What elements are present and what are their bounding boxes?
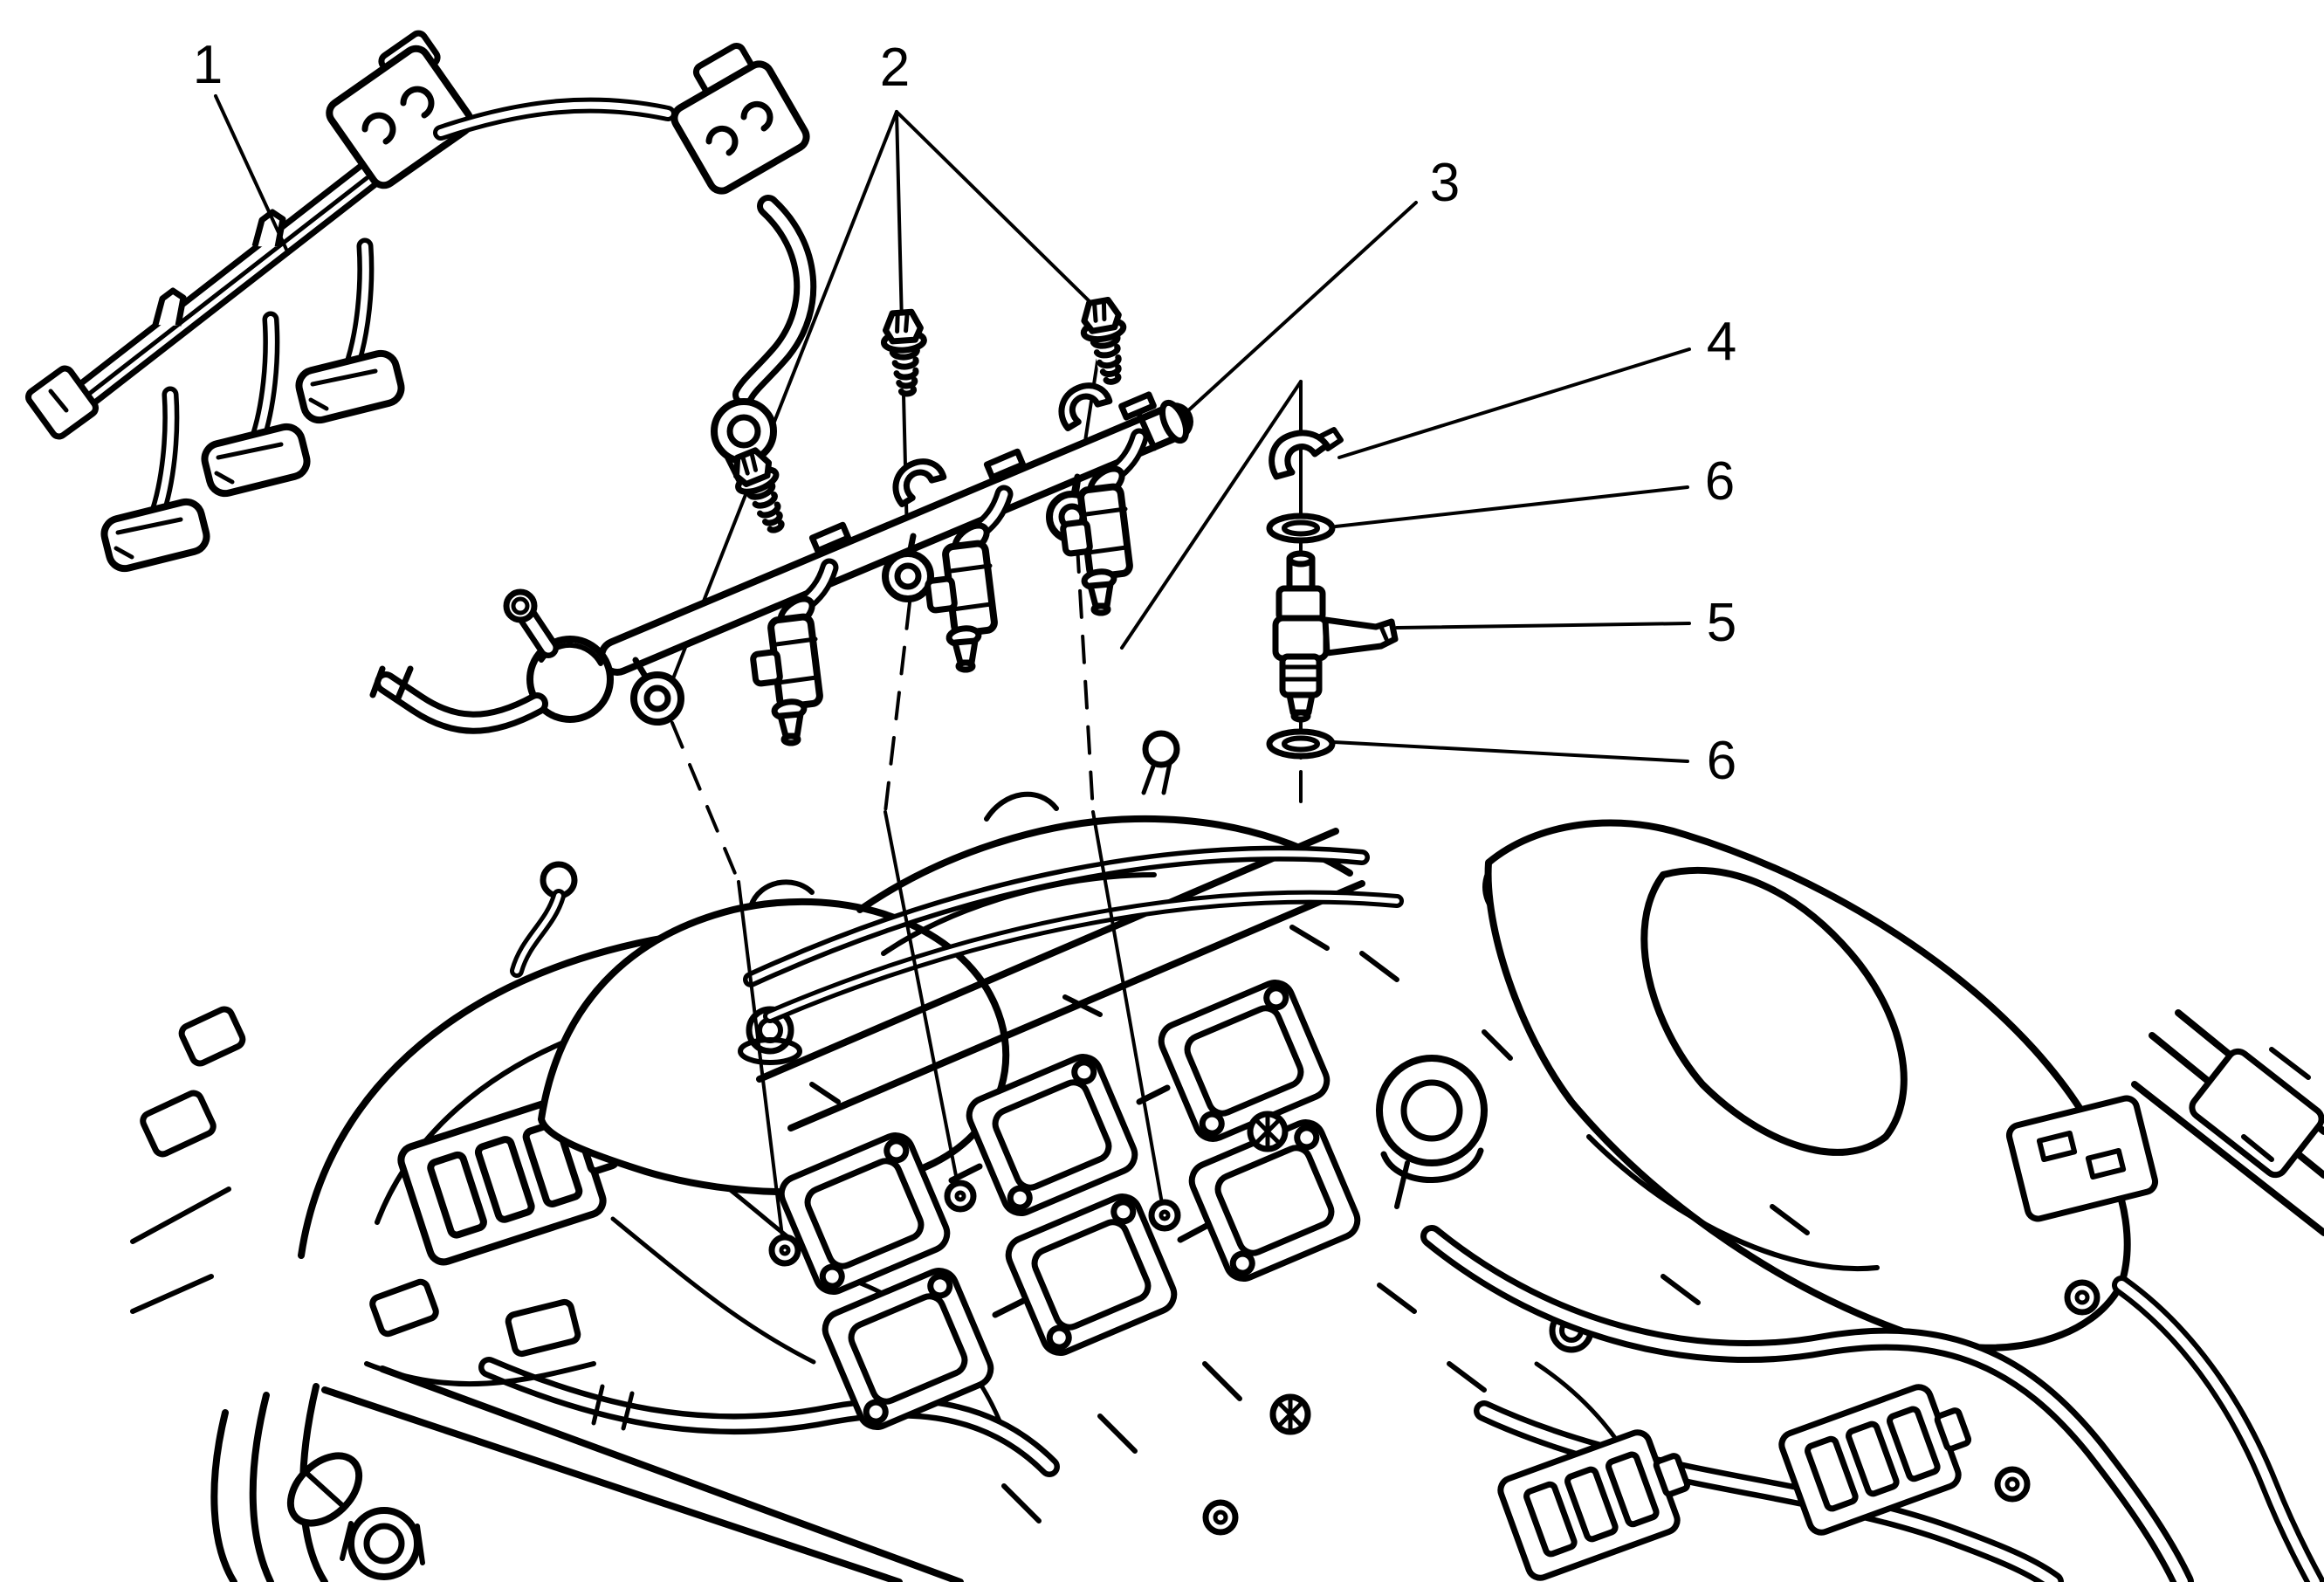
- rail-bolt-left: [728, 446, 796, 537]
- leader-5: [1395, 622, 1691, 629]
- fuel-injector-exploded: [1272, 550, 1399, 723]
- mid-bracket: [2005, 1095, 2159, 1222]
- injector-connector-tab: [1322, 616, 1399, 657]
- rail-bolt-middle: [882, 311, 927, 395]
- leader-6-upper: [1334, 485, 1689, 528]
- leader-3: [1183, 201, 1418, 416]
- manifold-bolt-bosses: [768, 1180, 1181, 1267]
- o-ring-lower: [1269, 732, 1332, 756]
- callout-numbers: 1 2 3 4 6 5 6: [193, 35, 1736, 791]
- lower-intake-manifold: [743, 828, 1404, 1433]
- callout-1: 1: [193, 35, 223, 95]
- egr-valve: [1376, 1055, 1488, 1209]
- callout-4: 4: [1707, 312, 1736, 372]
- upper-intake-plenum: [538, 879, 1010, 1196]
- injector-install-pointer: [1120, 380, 1303, 650]
- rail-bolt-right: [1079, 298, 1132, 385]
- fuel-rail-assembly: [369, 379, 1193, 743]
- callout-6-lower: 6: [1707, 731, 1736, 791]
- leader-4: [1337, 347, 1691, 459]
- bolt-centerline-left-lower: [737, 880, 785, 1245]
- injector-wiring-harness: [24, 30, 817, 572]
- leader-1: [214, 94, 290, 255]
- front-coils: [1202, 1111, 2101, 1581]
- fuel-pressure-regulator: [369, 588, 614, 734]
- leader-6-lower: [1332, 740, 1689, 763]
- bolt-centerline-right-lower: [1091, 810, 1165, 1210]
- harness-bracket-right: [670, 42, 810, 195]
- callout-leaders: [214, 94, 1691, 763]
- bolt-centerline-right-dashed: [1076, 544, 1095, 814]
- o-ring-upper: [1269, 516, 1332, 540]
- injector-retaining-clip: [1269, 427, 1344, 480]
- callout-3: 3: [1430, 153, 1460, 213]
- frame-rail: [2131, 1009, 2324, 1236]
- bolt-centerline-middle-lower: [884, 810, 960, 1191]
- bolt-centerline-left-dashed: [670, 721, 740, 884]
- left-valve-cover-coils: [130, 925, 1060, 1477]
- right-valve-cover: [1484, 819, 2131, 1353]
- bolt-centerline-middle-dashed: [884, 601, 911, 814]
- service-port: [503, 588, 538, 623]
- injector-connector-boot: [101, 395, 210, 572]
- callout-6-upper: 6: [1705, 451, 1735, 512]
- rail-end-cap: [1159, 399, 1190, 444]
- harness-bracket-left: [326, 30, 474, 189]
- injector-connector-boot: [202, 320, 311, 497]
- callout-5: 5: [1707, 593, 1736, 653]
- dipstick-handle: [510, 861, 578, 978]
- engine-assembly: [130, 730, 2324, 1582]
- front-cover-pulley: [210, 1365, 964, 1582]
- mounting-centerlines: [664, 110, 1303, 1267]
- engine-detail-lines: [364, 925, 1810, 1524]
- callout-2: 2: [880, 38, 910, 98]
- injector-connector-boot: [296, 246, 405, 423]
